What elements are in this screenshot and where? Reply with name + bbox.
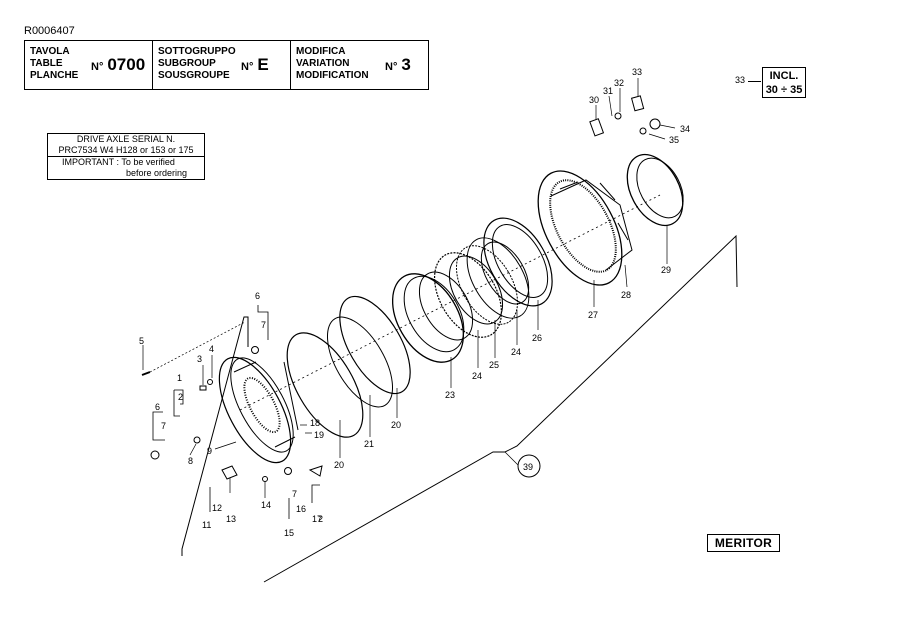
callout-2-left: 2 (178, 392, 183, 402)
callout-33: 33 (632, 67, 642, 77)
callout-7-left: 7 (161, 421, 166, 431)
callout-24-right: 24 (511, 347, 521, 357)
callout-29: 29 (661, 265, 671, 275)
callout-19: 19 (314, 430, 324, 440)
callout-8: 8 (188, 456, 193, 466)
table-label-it: TAVOLA (30, 46, 70, 57)
serial-note-line-1: DRIVE AXLE SERIAL N. (76, 134, 176, 144)
table-number: 0700 (107, 55, 146, 74)
disc-26 (483, 217, 553, 307)
assembly-axis (239, 194, 661, 411)
callout-11: 11 (202, 520, 211, 530)
callout-25: 25 (489, 360, 499, 370)
callout-1: 1 (177, 373, 182, 383)
callout-13: 13 (226, 514, 236, 524)
callout-31: 31 (603, 86, 613, 96)
callout-39: 39 (523, 462, 533, 472)
callout-3: 3 (197, 354, 202, 364)
callout-brackets (152, 305, 320, 519)
modification-cell: MODIFICA VARIATION MODIFICATION N° 3 (290, 41, 428, 89)
callout-35: 35 (669, 135, 679, 145)
subgroup-label-en: SUBGROUP (158, 58, 216, 69)
subgroup-number: E (257, 55, 269, 74)
serial-note-line-2: PRC7534 W4 H128 or 153 or 175 (48, 145, 204, 157)
callout-26: 26 (532, 333, 542, 343)
seal-ring-20a (286, 332, 364, 438)
subgroup-label-fr: SOUSGROUPE (158, 70, 230, 81)
callout-34: 34 (680, 124, 690, 134)
serial-note-line-3: IMPORTANT : To be verified (62, 157, 175, 167)
brand-label: MERITOR (707, 534, 780, 552)
bearing-cup-29 (626, 153, 684, 227)
callout-27: 27 (588, 310, 598, 320)
seal-ring-20b (339, 295, 411, 395)
callout-4: 4 (209, 344, 214, 354)
callout-24-left: 24 (472, 371, 482, 381)
modification-number: 3 (401, 55, 411, 74)
modification-number-prefix: N° (385, 61, 398, 73)
callout-18: 18 (310, 418, 320, 428)
callout-17: 17 (312, 514, 322, 524)
ring-gear-housing (537, 170, 633, 286)
callout-12: 12 (212, 503, 222, 513)
incl-range: 30 ÷ 35 (765, 84, 803, 96)
small-hardware-left (141, 321, 323, 482)
subgroup-number-prefix: N° (241, 61, 254, 73)
callout-numbers: 1 2 2 3 4 5 6 6 7 7 7 8 9 11 12 13 14 15… (139, 67, 690, 538)
incl-label: INCL. (769, 70, 799, 82)
hub-flange (218, 356, 299, 464)
ref-circle-39 (517, 454, 541, 478)
callout-6-top: 6 (255, 291, 260, 301)
incl-ref-number: 33 (735, 75, 746, 85)
callout-30: 30 (589, 95, 599, 105)
modification-label-fr: MODIFICATION (296, 70, 369, 81)
table-number-prefix: N° (91, 61, 104, 73)
piston-23 (391, 271, 474, 363)
callout-14: 14 (261, 500, 271, 510)
document-id: R0006407 (24, 25, 75, 37)
callout-16: 16 (296, 504, 306, 514)
subgroup-label-it: SOTTOGRUPPO (158, 46, 236, 57)
table-label-en: TABLE (30, 58, 63, 69)
table-label-fr: PLANCHE (30, 70, 79, 81)
table-cell: TAVOLA TABLE PLANCHE N° 0700 (25, 41, 152, 89)
title-block: TAVOLA TABLE PLANCHE N° 0700 SOTTOGRUPPO… (24, 40, 429, 90)
callout-7-bottom: 7 (292, 489, 297, 499)
assembly-frame-bottom (263, 234, 738, 583)
assembly-frame (181, 316, 249, 556)
callout-15: 15 (284, 528, 294, 538)
leader-lines (142, 78, 676, 498)
subgroup-cell: SOTTOGRUPPO SUBGROUP SOUSGROUPE N° E (152, 41, 290, 89)
brake-discs (433, 237, 530, 338)
callout-32: 32 (614, 78, 624, 88)
incl-ref-leader (748, 81, 761, 82)
callout-28: 28 (621, 290, 631, 300)
modification-label-it: MODIFICA (296, 46, 346, 57)
callout-7-top: 7 (261, 320, 266, 330)
callout-20-left: 20 (334, 460, 344, 470)
incl-box: INCL. 30 ÷ 35 (762, 67, 806, 98)
callout-6-left: 6 (155, 402, 160, 412)
callout-5: 5 (139, 336, 144, 346)
serial-note-line-4: before ordering (126, 168, 188, 178)
serial-note-box: DRIVE AXLE SERIAL N. PRC7534 W4 H128 or … (47, 133, 205, 180)
callout-21: 21 (364, 439, 374, 449)
callout-2-right: 2 (318, 514, 323, 524)
callout-9: 9 (207, 446, 212, 456)
modification-label-en: VARIATION (296, 58, 350, 69)
fitting-hardware (589, 95, 661, 137)
callout-20-right: 20 (391, 420, 401, 430)
seal-ring-21 (326, 316, 394, 408)
callout-23: 23 (445, 390, 455, 400)
